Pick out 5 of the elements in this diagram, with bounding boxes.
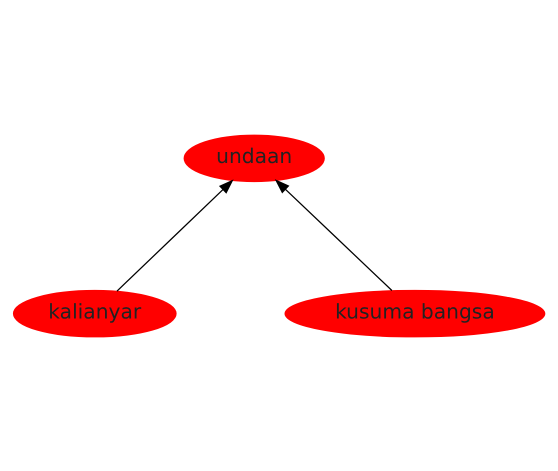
node-ellipse: kalianyar [12, 289, 177, 337]
node-ellipse: kusuma bangsa [284, 289, 546, 337]
node-ellipse: undaan [184, 134, 325, 182]
arrow [274, 178, 392, 290]
arrow [116, 178, 234, 292]
